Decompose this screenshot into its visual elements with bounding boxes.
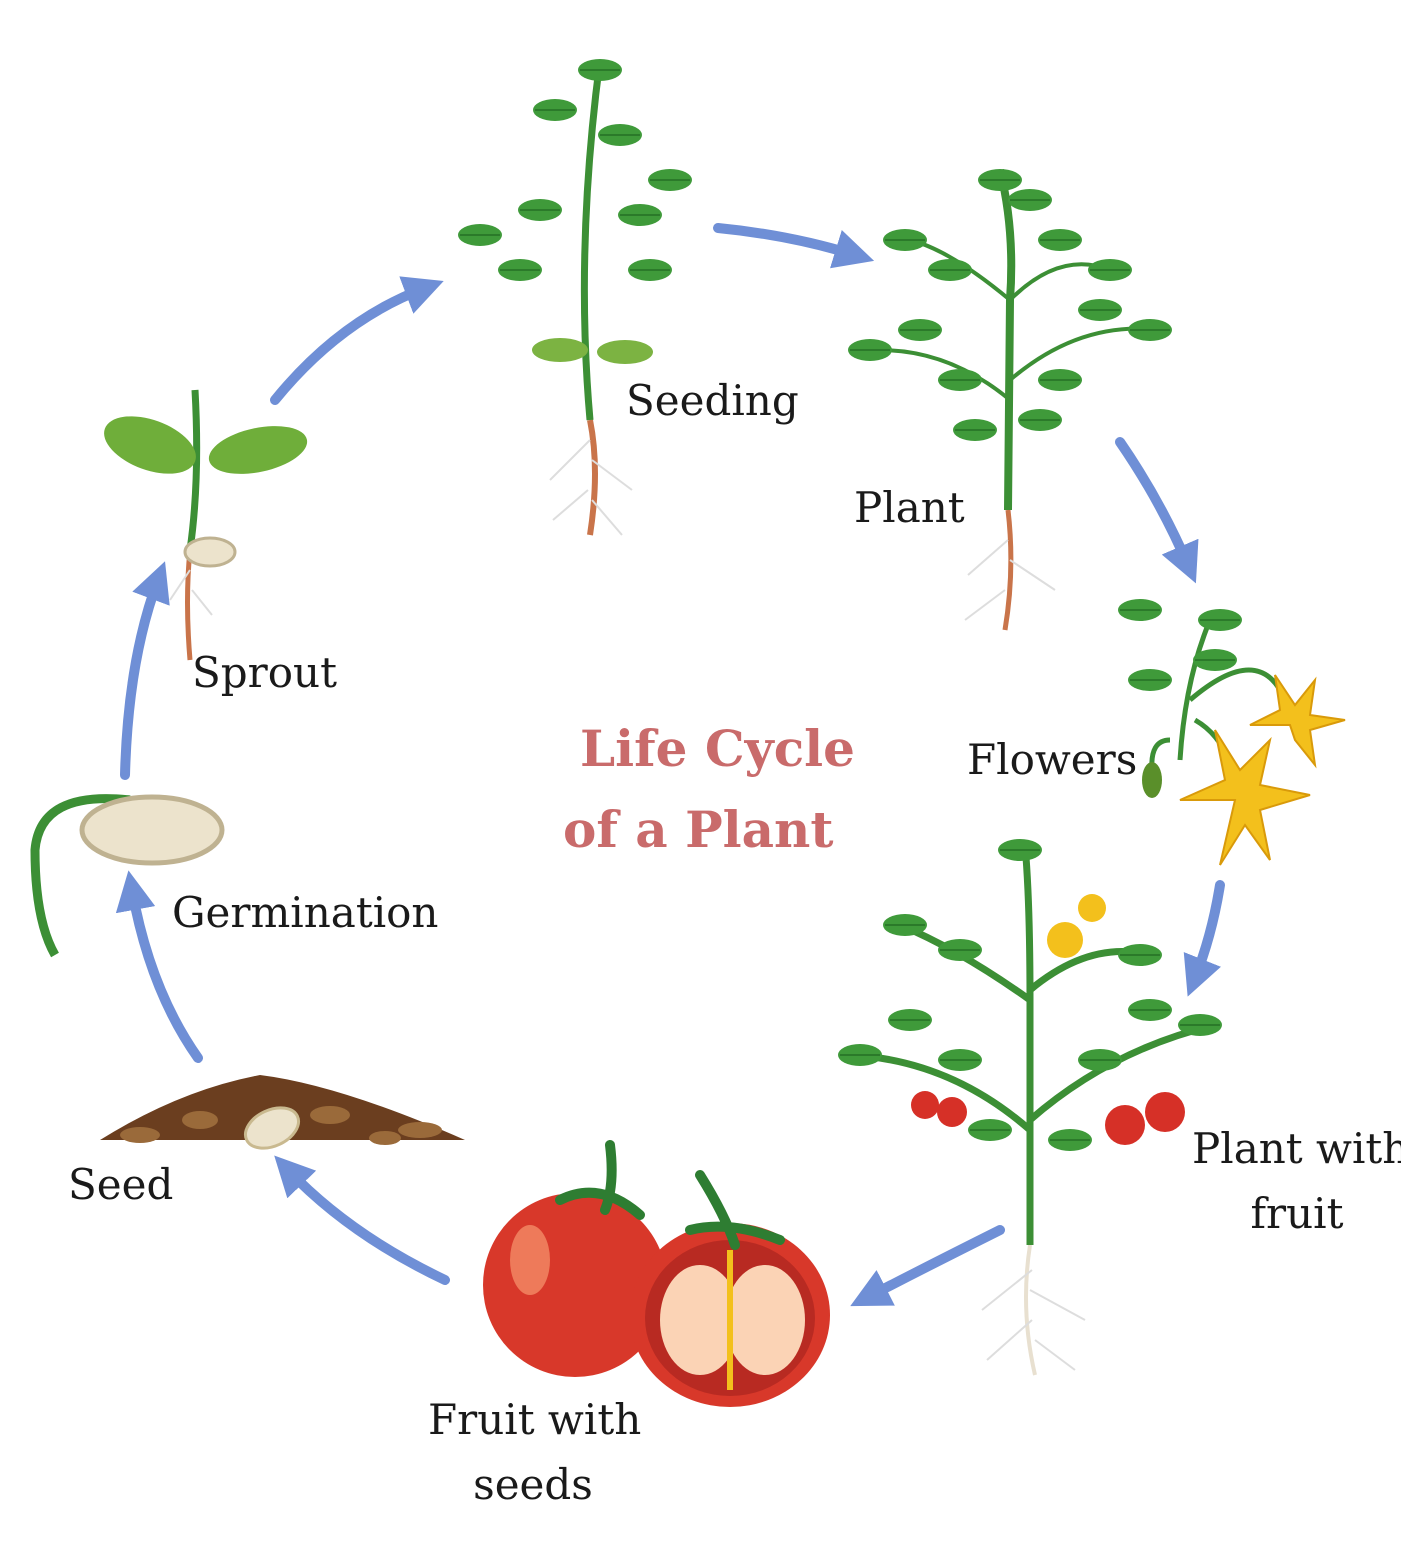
title-line-2: of a Plant bbox=[563, 800, 834, 859]
title-line-1: Life Cycle bbox=[580, 719, 855, 778]
plant-illustration bbox=[847, 168, 1173, 631]
label-germination: Germination bbox=[172, 888, 439, 937]
arrow-fruit-to-seed bbox=[274, 1155, 450, 1285]
label-line: seeds bbox=[473, 1460, 593, 1510]
sprout-illustration bbox=[104, 389, 308, 661]
label-plant-with-fruit: Plant with fruit bbox=[1192, 1116, 1401, 1246]
label-line: fruit bbox=[1250, 1189, 1344, 1239]
label-line: Fruit with bbox=[428, 1395, 642, 1444]
label-line: Plant with bbox=[1192, 1124, 1401, 1173]
seed-in-soil-illustration bbox=[100, 1075, 465, 1150]
germination-illustration bbox=[30, 794, 225, 958]
arrow-seed-to-germination bbox=[115, 870, 203, 1063]
flowers-illustration bbox=[1117, 598, 1346, 866]
label-seed: Seed bbox=[68, 1160, 174, 1209]
seedling-illustration bbox=[457, 58, 693, 536]
fruit-with-seeds-illustration bbox=[483, 1140, 830, 1407]
arrow-plant-to-flowers bbox=[1115, 437, 1199, 584]
arrow-sprout-to-seeding bbox=[270, 276, 444, 405]
arrow-germination-to-sprout bbox=[120, 561, 170, 780]
plant-with-fruit-illustration bbox=[837, 838, 1223, 1376]
label-plant: Plant bbox=[854, 483, 965, 532]
label-fruit-with-seeds: Fruit with seeds bbox=[428, 1387, 642, 1517]
label-flowers: Flowers bbox=[967, 735, 1138, 784]
arrow-fruit-plant-to-fruit bbox=[850, 1225, 1005, 1307]
label-seeding: Seeding bbox=[626, 376, 799, 425]
label-sprout: Sprout bbox=[192, 648, 337, 697]
arrow-seeding-to-plant bbox=[713, 223, 875, 269]
arrow-flowers-to-fruit-plant bbox=[1183, 880, 1225, 997]
